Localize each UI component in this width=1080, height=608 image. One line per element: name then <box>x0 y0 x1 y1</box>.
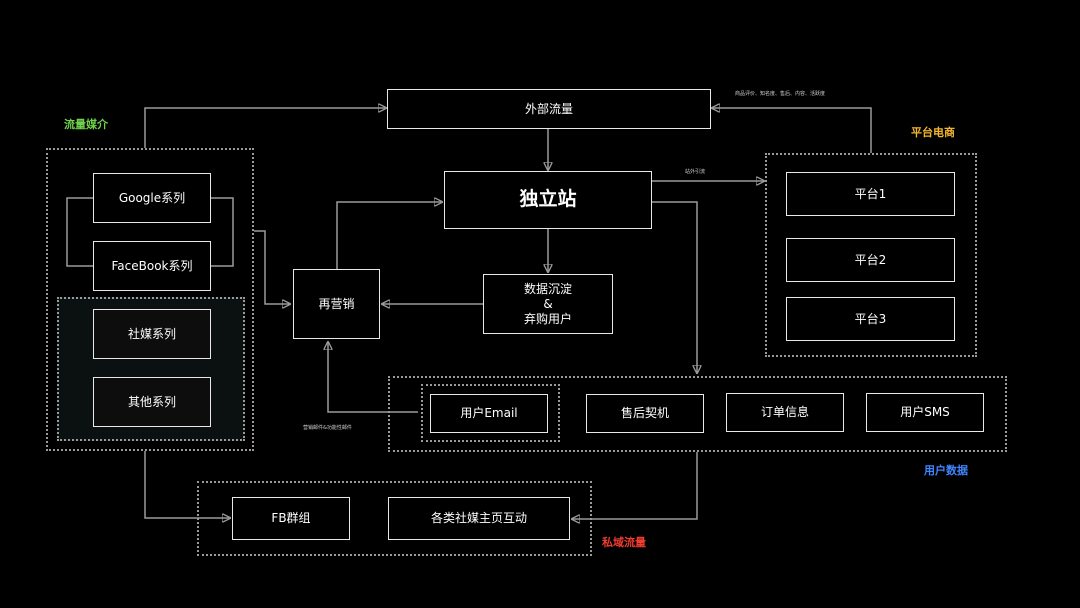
platform-1-node: 平台1 <box>786 172 955 216</box>
wire-site-to-userdata <box>652 201 697 373</box>
platform-3-node: 平台3 <box>786 297 955 341</box>
wire-remarketing-to-site <box>336 202 442 269</box>
user-email-subgroup <box>421 384 560 442</box>
platform-ecommerce-label: 平台电商 <box>911 126 955 139</box>
user-data-label: 用户数据 <box>924 464 968 477</box>
social-media-node: 社媒系列 <box>93 309 211 359</box>
wire-userdata-to-homepage <box>572 452 698 519</box>
data-precipitation-line-3: 弃购用户 <box>523 311 572 326</box>
user-email-node: 用户Email <box>430 394 548 433</box>
order-info-node: 订单信息 <box>726 393 844 432</box>
wire-platform-to-external <box>712 108 872 153</box>
wire-media-to-fbgroup <box>144 451 230 518</box>
traffic-media-group <box>46 148 254 451</box>
platform-notes-annotation: 商品评价、知名度、售后、内容、活跃度 <box>735 91 826 97</box>
private-traffic-group <box>197 481 592 556</box>
social-homepage-node: 各类社媒主页互动 <box>388 497 570 540</box>
fb-group-node: FB群组 <box>232 497 350 540</box>
after-sales-node: 售后契机 <box>586 394 704 433</box>
data-precipitation-line-1: 数据沉淀 <box>523 281 572 296</box>
external-traffic-node: 外部流量 <box>387 89 711 129</box>
data-precipitation-node: 数据沉淀 & 弃购用户 <box>483 274 613 334</box>
platform-2-node: 平台2 <box>786 238 955 282</box>
platform-ecommerce-group <box>765 153 977 357</box>
traffic-media-label: 流量媒介 <box>64 118 108 131</box>
wire-media-to-remarketing <box>254 230 290 304</box>
facebook-node: FaceBook系列 <box>93 241 211 291</box>
bracket-google-facebook-left <box>66 197 93 267</box>
user-data-group <box>388 376 1007 452</box>
private-traffic-label: 私域流量 <box>602 536 646 549</box>
wire-media-to-external <box>144 108 386 148</box>
google-node: Google系列 <box>93 173 211 223</box>
others-node: 其他系列 <box>93 377 211 427</box>
email-note-annotation: 营销邮件&功能性邮件 <box>303 425 352 431</box>
user-sms-node: 用户SMS <box>866 393 984 432</box>
independent-site-node: 独立站 <box>444 171 652 229</box>
remarketing-node: 再营销 <box>293 269 380 339</box>
bracket-google-facebook-right <box>211 197 234 267</box>
site-guide-annotation: 站外引流 <box>685 169 706 175</box>
data-precipitation-line-2: & <box>543 296 553 311</box>
